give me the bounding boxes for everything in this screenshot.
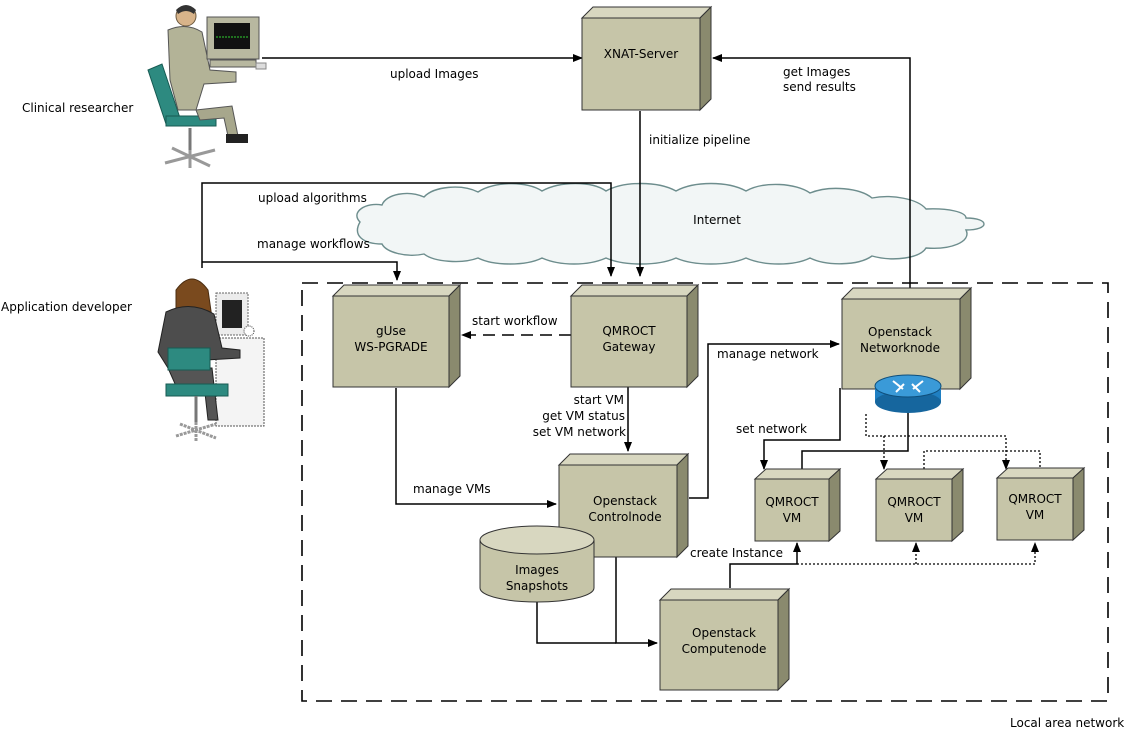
computenode-label-1: Openstack <box>692 626 756 640</box>
edge-manage-vms <box>395 388 557 508</box>
networknode-label-1: Openstack <box>868 325 932 339</box>
edge-create-instance <box>729 542 801 588</box>
initialize-pipeline-label: initialize pipeline <box>649 133 750 147</box>
vm-box-2: QMROCT VM <box>874 467 965 543</box>
create-instance-label: create Instance <box>690 546 783 560</box>
gateway-label-1: QMROCT <box>602 324 656 338</box>
application-developer-label: Application developer <box>1 300 132 314</box>
xnat-server-box: XNAT-Server <box>580 5 713 112</box>
guse-box: gUse WS-PGRADE <box>331 283 462 389</box>
get-vm-status-label: get VM status <box>542 409 625 423</box>
get-images-label: get Images <box>783 65 850 79</box>
local-area-network-region <box>301 282 1109 702</box>
set-vm-network-label: set VM network <box>533 425 626 439</box>
networknode-box: Openstack Networknode <box>840 286 973 391</box>
upload-images-label: upload Images <box>390 67 479 81</box>
vm-box-1: QMROCT VM <box>753 467 842 543</box>
computenode-label-2: Computenode <box>682 642 767 656</box>
controlnode-label-2: Controlnode <box>588 510 661 524</box>
send-results-label: send results <box>783 80 856 94</box>
vm2-label-1: QMROCT <box>887 495 941 509</box>
edge-manage-workflows <box>202 261 401 281</box>
start-vm-label: start VM <box>574 393 624 407</box>
manage-workflows-label: manage workflows <box>257 237 370 251</box>
images-db-label-1: Images <box>515 563 559 577</box>
manage-vms-label: manage VMs <box>413 482 491 496</box>
set-network-label: set network <box>736 422 807 436</box>
edge-control-to-compute <box>615 557 658 647</box>
vm3-label-2: VM <box>1026 508 1045 522</box>
clinical-researcher-icon <box>147 5 267 168</box>
local-area-network-label: Local area network <box>1010 716 1124 730</box>
upload-algorithms-label: upload algorithms <box>258 191 367 205</box>
networknode-label-2: Networknode <box>860 341 940 355</box>
application-developer-icon <box>157 278 265 442</box>
gateway-label-2: Gateway <box>602 340 655 354</box>
vm1-label-2: VM <box>783 511 802 525</box>
computenode-box: Openstack Computenode <box>658 587 791 692</box>
vm2-label-2: VM <box>905 511 924 525</box>
vm1-label-1: QMROCT <box>765 495 819 509</box>
guse-label-2: WS-PGRADE <box>354 340 427 354</box>
manage-network-label: manage network <box>717 347 819 361</box>
clinical-researcher-label: Clinical researcher <box>22 101 133 115</box>
router-icon <box>874 374 942 413</box>
controlnode-label-1: Openstack <box>593 494 657 508</box>
controlnode-box: Openstack Controlnode <box>557 452 690 559</box>
images-db-label-2: Snapshots <box>506 579 568 593</box>
gateway-box: QMROCT Gateway <box>569 283 700 389</box>
connections <box>201 54 912 647</box>
edge-get-images <box>712 54 911 290</box>
edge-set-network <box>760 388 841 470</box>
internet-cloud: Internet <box>356 182 985 265</box>
xnat-server-label: XNAT-Server <box>604 47 678 61</box>
edge-manage-network <box>689 340 840 499</box>
vm3-label-1: QMROCT <box>1008 492 1062 506</box>
internet-label: Internet <box>693 213 741 227</box>
guse-label-1: gUse <box>376 324 406 338</box>
edge-vm-to-router <box>801 375 912 469</box>
images-database-cylinder: Images Snapshots <box>479 525 595 603</box>
edge-upload-algorithms <box>201 182 615 277</box>
start-workflow-label: start workflow <box>472 314 558 328</box>
edge-db-to-compute <box>536 600 616 644</box>
vm-box-3: QMROCT VM <box>995 466 1086 542</box>
dotted-connections <box>797 414 1041 565</box>
